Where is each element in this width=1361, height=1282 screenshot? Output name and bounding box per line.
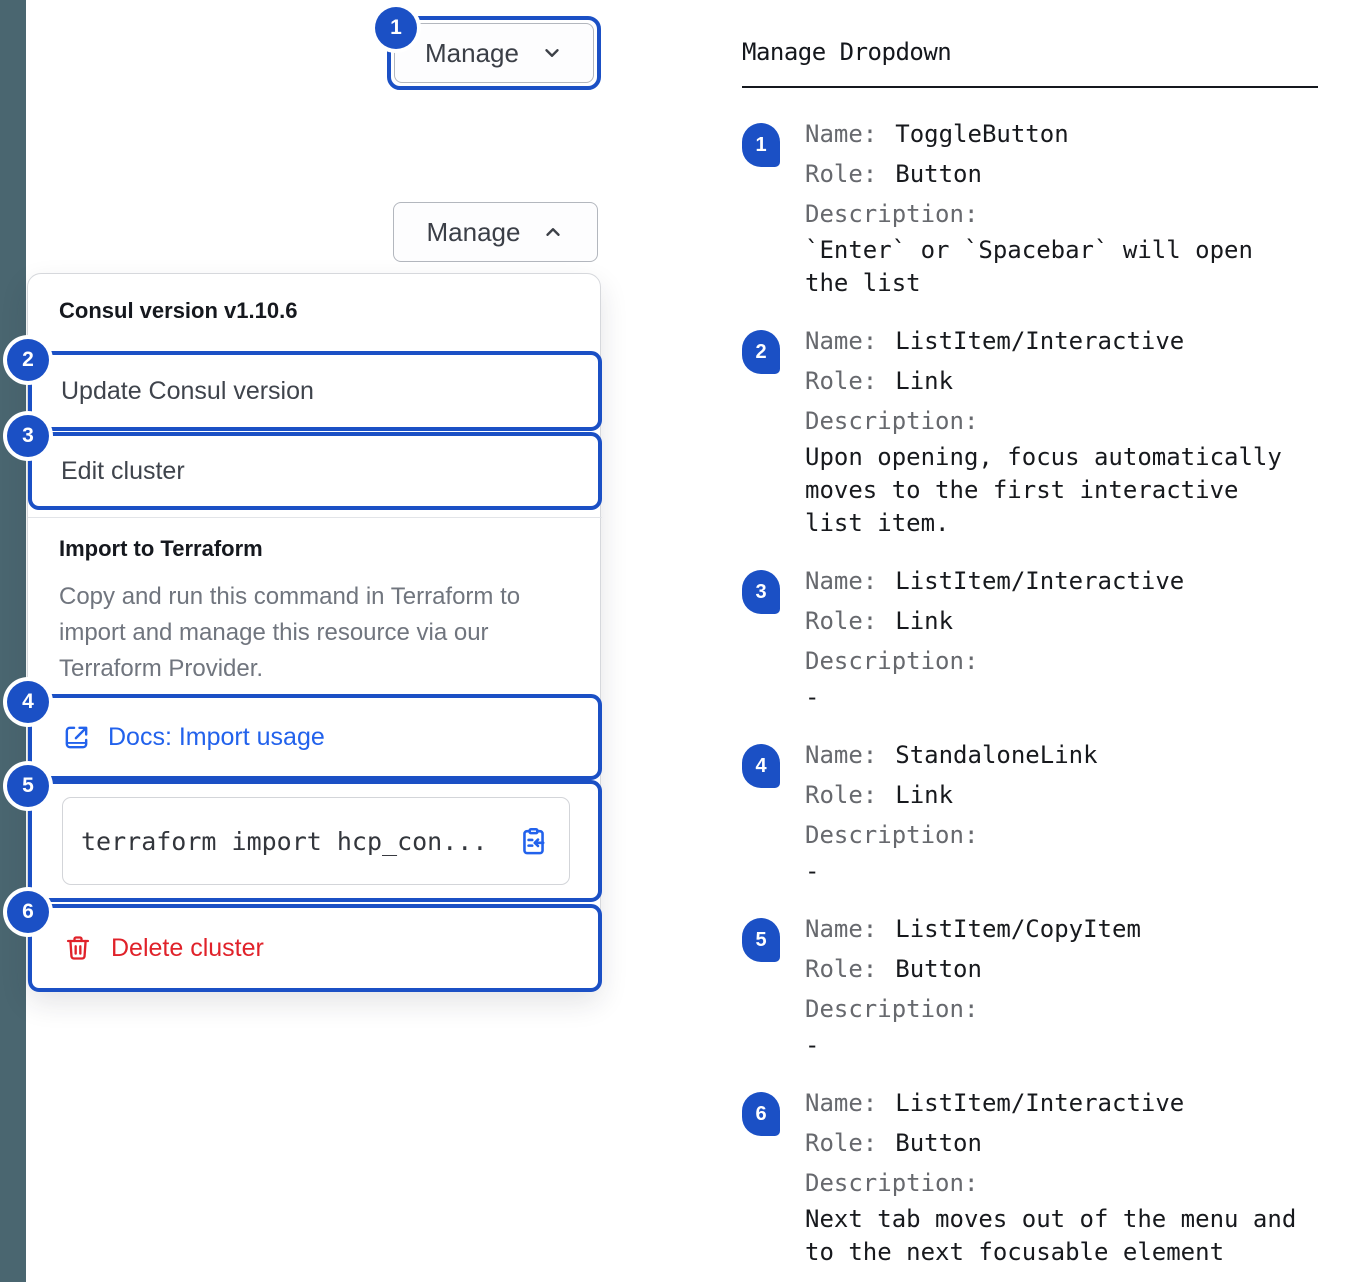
role-value: Button xyxy=(895,160,982,188)
role-label: Role: xyxy=(805,160,878,188)
delete-cluster-label: Delete cluster xyxy=(111,933,264,962)
manage-toggle-expanded-label: Manage xyxy=(426,216,521,247)
copy-button[interactable] xyxy=(518,826,549,857)
name-label: Name: xyxy=(805,915,878,943)
description-value: Next tab moves out of the menu and to th… xyxy=(805,1205,1297,1266)
menu-item-label: Edit cluster xyxy=(61,456,185,485)
description-value: - xyxy=(805,1031,820,1059)
role-value: Link xyxy=(895,781,954,809)
name-label: Name: xyxy=(805,120,878,148)
description-value: - xyxy=(805,683,820,711)
role-label: Role: xyxy=(805,781,878,809)
chevron-up-icon xyxy=(546,228,561,236)
description-label: Description: xyxy=(805,1169,979,1197)
chevron-down-icon xyxy=(545,49,559,57)
spec-title: Manage Dropdown xyxy=(742,38,952,66)
description-value: Upon opening, focus automatically moves … xyxy=(805,443,1282,537)
annotation-badge-6: 6 xyxy=(7,891,49,933)
spec-entry: 6 Name:ListItem/Interactive Role:Button … xyxy=(742,1083,1322,1269)
role-value: Button xyxy=(895,955,982,983)
spec-entry-badge: 1 xyxy=(742,123,780,167)
import-section-description: Copy and run this command in Terraform t… xyxy=(59,583,521,682)
role-label: Role: xyxy=(805,955,878,983)
description-label: Description: xyxy=(805,821,979,849)
description-label: Description: xyxy=(805,200,979,228)
name-label: Name: xyxy=(805,1089,878,1117)
menu-item-label: Update Consul version xyxy=(61,376,314,405)
spec-entries: 1 Name: ToggleButton Role: Button Descript… xyxy=(742,114,1322,1269)
name-label: Name: xyxy=(805,567,878,595)
role-value: Link xyxy=(895,607,954,635)
spec-entry: 2 Name: ListItem/Interactive Role: Link De… xyxy=(742,321,1322,540)
manage-dropdown-menu: Consul version v1.10.6 Update Consul ver… xyxy=(27,273,602,992)
name-value: ToggleButton xyxy=(895,120,1069,148)
name-value: ListItem/CopyItem xyxy=(895,915,1141,943)
annotation-badge-5: 5 xyxy=(7,765,49,807)
spec-entry-badge: 5 xyxy=(742,918,780,962)
description-label: Description: xyxy=(805,995,979,1023)
trash-icon xyxy=(66,936,90,960)
docs-link-icon xyxy=(65,726,88,748)
annotation-badge-3: 3 xyxy=(7,415,49,457)
annotation-badge-1: 1 xyxy=(375,7,417,49)
name-value: ListItem/Interactive xyxy=(895,327,1185,355)
spec-entry: 1 Name: ToggleButton Role: Button Descript… xyxy=(742,114,1322,300)
role-label: Role: xyxy=(805,607,878,635)
manage-toggle-button-expanded[interactable]: Manage xyxy=(393,202,598,262)
name-label: Name: xyxy=(805,327,878,355)
spec-entry-badge: 2 xyxy=(742,330,780,374)
annotation-badge-2: 2 xyxy=(7,339,49,381)
code-snippet-box: terraform import hcp_con... xyxy=(62,797,570,885)
name-label: Name: xyxy=(805,741,878,769)
spec-entry: 5 Name: ListItem/CopyItem Role: Button Des… xyxy=(742,909,1322,1062)
import-section-title: Import to Terraform xyxy=(59,536,263,561)
menu-item-docs-import-usage[interactable]: Docs: Import usage xyxy=(28,694,602,780)
code-snippet-text: terraform import hcp_con... xyxy=(81,826,488,856)
consul-version-label: Consul version v1.10.6 xyxy=(59,298,298,323)
menu-item-edit-cluster[interactable]: Edit cluster xyxy=(28,432,602,510)
role-value: Button xyxy=(895,1129,982,1157)
role-label: Role: xyxy=(805,367,878,395)
spec-entry-badge: 3 xyxy=(742,570,780,614)
manage-toggle-focus-ring: Manage xyxy=(387,16,601,90)
manage-toggle-button[interactable]: Manage xyxy=(394,23,594,83)
clipboard-copy-icon xyxy=(523,827,545,854)
description-value: - xyxy=(805,857,820,885)
spec-entry: 4 Name: StandaloneLink Role: Link Descript… xyxy=(742,735,1322,888)
docs-link-label: Docs: Import usage xyxy=(108,722,325,751)
name-value: ListItem/Interactive xyxy=(895,567,1185,595)
role-value: Link xyxy=(895,367,954,395)
spec-entry-badge: 6 xyxy=(742,1092,780,1136)
menu-item-update-consul-version[interactable]: Update Consul version xyxy=(28,351,602,431)
role-label: Role: xyxy=(805,1129,878,1157)
description-label: Description: xyxy=(805,647,979,675)
description-label: Description: xyxy=(805,407,979,435)
spec-rule xyxy=(742,86,1318,88)
name-value: ListItem/Interactive xyxy=(895,1089,1185,1117)
menu-item-delete-cluster[interactable]: Delete cluster xyxy=(28,904,602,992)
menu-item-copy-snippet[interactable]: terraform import hcp_con... xyxy=(28,780,602,902)
menu-divider xyxy=(28,517,602,518)
description-value: `Enter` or `Spacebar` will open the list xyxy=(805,236,1253,297)
name-value: StandaloneLink xyxy=(895,741,1098,769)
manage-toggle-label: Manage xyxy=(425,37,519,68)
spec-column: Manage Dropdown 1 Name: ToggleButton Role… xyxy=(742,38,1322,1282)
spec-entry: 3 Name: ListItem/Interactive Role: Link De… xyxy=(742,561,1322,714)
sidebar-strip xyxy=(0,0,26,1282)
spec-entry-badge: 4 xyxy=(742,744,780,788)
annotation-badge-4: 4 xyxy=(7,681,49,723)
